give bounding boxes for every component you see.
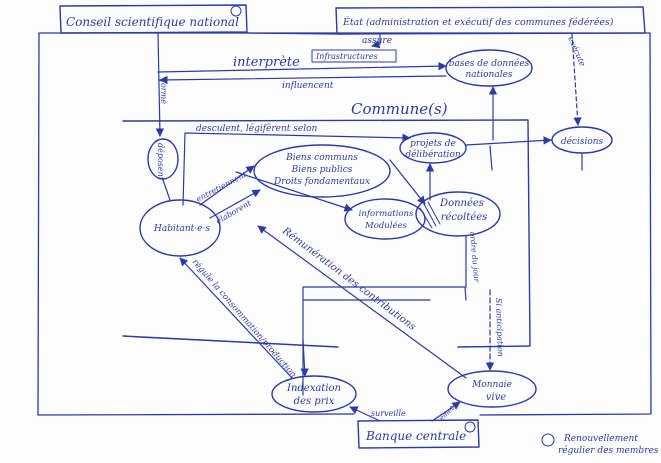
- node-indexation-ellipse: [271, 375, 357, 413]
- biens-text-1: Biens communs: [285, 153, 358, 163]
- node-donnees-ellipse: [415, 191, 501, 237]
- projets-text-1: projets de: [410, 139, 456, 149]
- node-deposent-ellipse: [147, 138, 179, 180]
- label-si-anticipation: Si anticipation: [494, 298, 505, 357]
- label-forme: forme: [159, 79, 168, 104]
- decisions-text: décisions: [561, 136, 604, 147]
- label-assure: assure: [362, 36, 392, 46]
- edge-remuneration: [257, 225, 467, 379]
- label-interprete: interprète: [233, 55, 300, 70]
- node-projets-ellipse: [399, 132, 467, 164]
- label-infrastructures: Infrastructures: [315, 52, 378, 61]
- edge-decisions-spur: [489, 145, 493, 171]
- edge-desculent: [182, 132, 411, 206]
- commune-title: Commune(s): [351, 100, 448, 118]
- edge-assure: [371, 33, 381, 49]
- label-deposent: déposent: [156, 143, 165, 181]
- top-inner-line: [245, 32, 337, 35]
- label-entretiennent: entretiennent: [195, 169, 249, 203]
- edge-elaborent: [209, 189, 261, 219]
- label-influencent: influencent: [282, 81, 334, 91]
- edge-regule: [179, 257, 293, 379]
- node-habitants-ellipse: [139, 199, 221, 257]
- informations-text-1: informations: [359, 209, 414, 219]
- label-regule: régule la consommation/production: [190, 257, 299, 380]
- banque-marker-circle: [464, 421, 476, 433]
- legend-note-1: Renouvellement: [563, 434, 638, 444]
- edge-forme: [155, 32, 165, 137]
- biens-text-2: Biens publics: [291, 165, 353, 175]
- box-titles: Conseil scientifique national État (admi…: [66, 15, 614, 443]
- node-monnaie-ellipse: [447, 370, 537, 408]
- edge-emet: [431, 401, 461, 422]
- etat-title: État (administration et exécutif des com…: [342, 16, 614, 28]
- donnees-text-1: Données: [439, 198, 484, 209]
- frames: [37, 4, 652, 449]
- edge-biens-informations: [235, 171, 353, 212]
- edge-interprete: [157, 61, 447, 73]
- outer-frame: [37, 32, 652, 416]
- edge-entretiennent: [199, 165, 255, 206]
- legend: Renouvellement régulier des membres: [558, 434, 659, 456]
- label-desculent: desculent, légifèrent selon: [196, 123, 318, 134]
- label-remuneration: Rémunération des contributions: [279, 225, 417, 333]
- edge-surveille: [349, 406, 381, 422]
- edge-rect-indexation: [300, 339, 309, 377]
- edge-execute: [571, 33, 582, 126]
- donnees-hatch: [419, 201, 441, 229]
- edge-influencent: [159, 75, 447, 85]
- node-informations-ellipse: [344, 198, 426, 240]
- bases-text-1: bases de données: [449, 58, 530, 69]
- legend-marker-circle: [541, 433, 555, 447]
- habitants-text: Habitant·e·s: [153, 224, 210, 234]
- indexation-text-1: Indexation: [286, 383, 341, 394]
- edge-biens-donnees: [389, 159, 426, 205]
- projets-text-2: délibération: [405, 149, 461, 160]
- infrastructures-box: [311, 49, 397, 63]
- label-execute: exécute: [566, 35, 587, 68]
- legend-note-2: régulier des membres: [558, 445, 659, 456]
- label-surveille: surveille: [371, 409, 406, 418]
- conseil-title: Conseil scientifique national: [66, 15, 239, 29]
- connectors: [155, 32, 583, 422]
- monnaie-text-2: vive: [486, 392, 506, 403]
- banque-title: Banque centrale: [365, 429, 466, 443]
- bases-text-2: nationales: [465, 70, 512, 80]
- edge-projets-decisions: [465, 136, 552, 146]
- conseil-box: [59, 4, 248, 34]
- indexation-text-2: des prix: [294, 396, 335, 407]
- biens-text-3: Droits fondamentaux: [273, 177, 370, 187]
- node-texts: bases de données nationales Biens commun…: [153, 58, 604, 407]
- monnaie-text-1: Monnaie: [471, 380, 512, 390]
- edge-deposent-habitants: [162, 179, 171, 201]
- commune-frame: [122, 119, 531, 348]
- label-ordre: ordre du jour: [468, 231, 481, 283]
- donnees-text-2: récoltées: [441, 212, 488, 223]
- informations-text-2: Modulées: [364, 220, 408, 231]
- banque-box: [357, 419, 480, 449]
- conseil-marker-circle: [230, 5, 242, 17]
